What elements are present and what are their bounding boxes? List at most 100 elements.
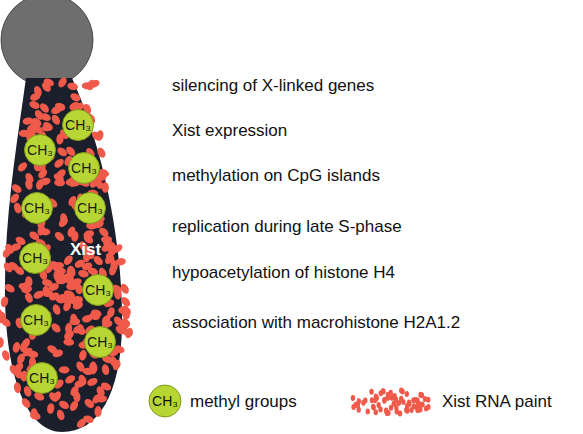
chromosome-outline — [0, 0, 135, 434]
rna-dot — [111, 359, 122, 372]
methyl-label: CH₃ — [27, 142, 53, 158]
rna-dot — [41, 120, 54, 132]
rna-dot — [66, 294, 73, 305]
rna-dot — [81, 314, 93, 324]
feature-label: silencing of X-linked genes — [172, 76, 374, 96]
rna-dot — [42, 290, 53, 297]
feature-label: replication during late S-phase — [172, 217, 402, 237]
rna-dot — [381, 388, 385, 394]
rna-dot — [390, 395, 394, 401]
rna-dot — [384, 407, 388, 413]
rna-dot — [72, 323, 85, 335]
rna-dot — [61, 272, 72, 285]
rna-dot — [52, 172, 65, 184]
rna-dot — [356, 407, 360, 413]
rna-dot — [382, 398, 386, 404]
rna-dot — [13, 382, 22, 394]
rna-dot — [29, 121, 38, 133]
rna-dot — [29, 91, 42, 102]
feature-label: hypoacetylation of histone H4 — [172, 263, 395, 283]
rna-dot — [111, 242, 124, 254]
rna-dot — [20, 397, 32, 410]
rna-dot — [405, 391, 409, 397]
rna-dot — [119, 319, 132, 332]
rna-dot — [77, 374, 88, 387]
rna-dot — [41, 123, 53, 132]
rna-dot — [47, 391, 60, 404]
methyl-label: CH₃ — [85, 282, 111, 298]
rna-dot — [83, 397, 96, 409]
methyl-group: CH₃ — [26, 362, 58, 394]
rna-dot — [86, 376, 99, 387]
rna-dot — [53, 157, 66, 169]
methyl-group: CH₃ — [19, 242, 51, 274]
rna-dot — [69, 92, 82, 103]
rna-dot — [1, 349, 12, 362]
rna-dot — [69, 313, 78, 325]
rna-dot — [1, 246, 13, 259]
rna-dot — [13, 361, 26, 374]
methyl-label: CH₃ — [23, 312, 49, 328]
rna-dot — [36, 224, 46, 236]
rna-dot — [54, 101, 67, 112]
methyl-label: CH₃ — [77, 200, 103, 216]
rna-dot — [94, 406, 101, 417]
rna-dot — [23, 291, 34, 304]
legend-text: Xist RNA paint — [442, 392, 552, 412]
rna-dot — [0, 337, 4, 348]
rna-dot — [58, 399, 71, 411]
rna-dot — [351, 395, 355, 401]
rna-dot — [3, 282, 16, 294]
xist-rna-paint — [0, 76, 134, 430]
methyl-group: CH₃ — [84, 326, 116, 358]
rna-dot — [27, 350, 39, 358]
rna-dot — [28, 100, 41, 111]
rna-dot — [361, 400, 365, 406]
rna-dot — [369, 389, 373, 395]
gene-label: Xist — [70, 240, 101, 260]
rna-dot — [420, 402, 424, 408]
rna-dot — [120, 308, 132, 321]
methyl-swatch — [149, 385, 181, 417]
rna-dot — [10, 183, 23, 195]
rna-dot — [29, 411, 41, 421]
rna-dot — [416, 407, 420, 413]
centromere — [1, 0, 93, 86]
rna-dot — [66, 225, 77, 238]
methyl-label: CH₃ — [87, 334, 113, 350]
methyl-group: CH₃ — [74, 192, 106, 224]
rna-dot — [57, 76, 69, 89]
rna-dot — [415, 407, 419, 413]
legend-symbol-text: CH₃ — [152, 393, 178, 409]
rna-dot — [53, 230, 66, 243]
rna-dot — [375, 395, 379, 401]
rna-dot — [59, 366, 70, 374]
methyl-label: CH₃ — [24, 200, 50, 216]
methyl-group: CH₃ — [62, 109, 94, 141]
rna-dot — [51, 303, 62, 316]
methyl-group: CH₃ — [82, 274, 114, 306]
rna-dot — [376, 402, 380, 408]
rna-dot — [0, 311, 7, 323]
methyl-group: CH₃ — [20, 304, 52, 336]
legend-text: methyl groups — [190, 392, 297, 412]
rna-dot — [18, 282, 30, 292]
rna-dot — [73, 391, 81, 402]
chromosome-body — [5, 78, 122, 432]
rna-dot — [394, 409, 398, 415]
rna-dot — [423, 396, 427, 402]
rna-dot — [411, 397, 415, 403]
methyl-label: CH₃ — [29, 370, 55, 386]
rna-dot — [20, 337, 32, 350]
rna-dot — [101, 364, 110, 376]
feature-label: Xist expression — [172, 121, 287, 141]
rna-dot — [82, 414, 94, 424]
rna-dot — [70, 277, 83, 287]
rna-dot — [40, 81, 52, 94]
rna-dot — [8, 192, 21, 205]
rna-dot — [382, 397, 386, 403]
rna-dot — [399, 388, 403, 394]
methyl-label: CH₃ — [22, 250, 48, 266]
rna-dot — [59, 213, 68, 225]
methyl-label: CH₃ — [65, 117, 91, 133]
